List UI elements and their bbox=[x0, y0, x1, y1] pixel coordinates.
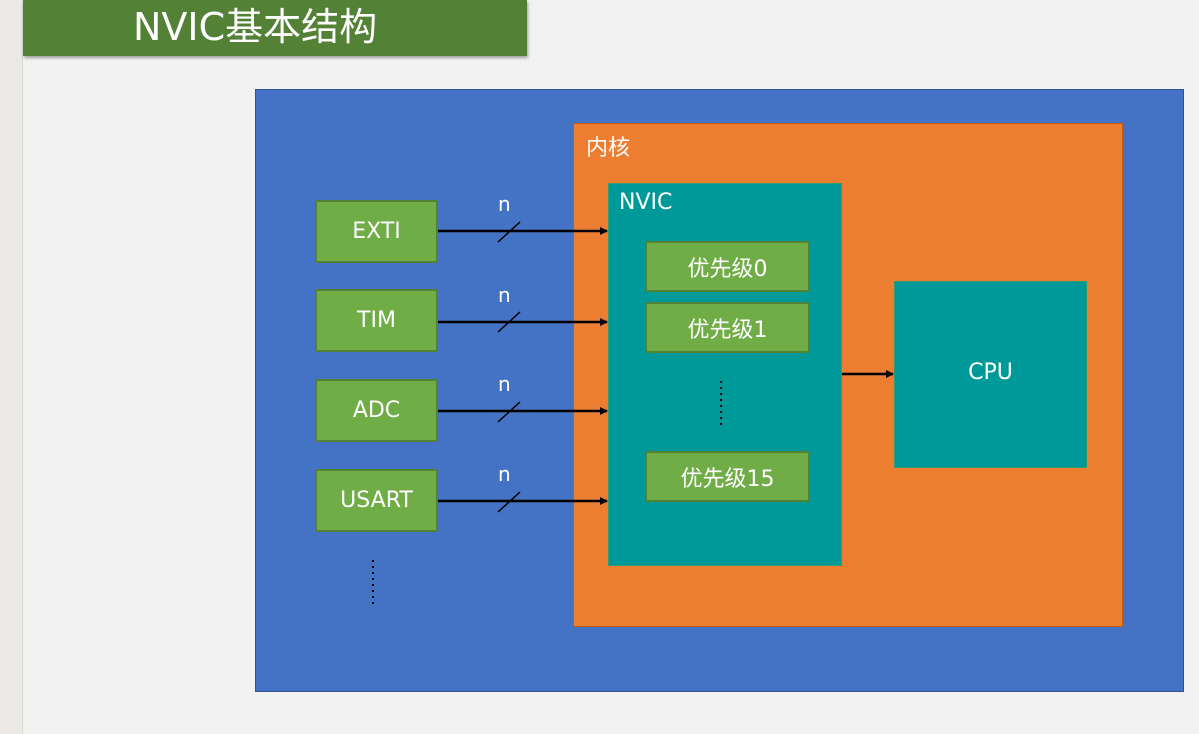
priority-15: 优先级15 bbox=[645, 451, 810, 502]
peripheral-continuation-dots bbox=[372, 560, 374, 604]
peripheral-usart: USART bbox=[315, 469, 438, 532]
priority-1: 优先级1 bbox=[645, 302, 810, 353]
peripheral-adc: ADC bbox=[315, 379, 438, 442]
exti-bus-slash bbox=[497, 221, 521, 243]
cpu-label: CPU bbox=[968, 360, 1013, 385]
priority-continuation-dots bbox=[720, 381, 722, 425]
priority-0: 优先级0 bbox=[645, 241, 810, 292]
nvic-label: NVIC bbox=[619, 190, 673, 215]
core-label: 内核 bbox=[586, 136, 631, 161]
bus-width-label-usart: n bbox=[498, 462, 511, 486]
usart-bus-slash bbox=[497, 491, 521, 513]
tim-bus-slash bbox=[497, 311, 521, 333]
slide-title: NVIC基本结构 bbox=[133, 5, 378, 49]
bus-width-label-tim: n bbox=[498, 283, 511, 307]
bus-width-label-exti: n bbox=[498, 192, 511, 216]
title-banner: NVIC基本结构 bbox=[23, 0, 527, 56]
bus-width-label-adc: n bbox=[498, 372, 511, 396]
peripheral-tim: TIM bbox=[315, 289, 438, 352]
adc-bus-slash bbox=[497, 401, 521, 423]
peripheral-exti: EXTI bbox=[315, 200, 438, 263]
slide-left-margin bbox=[0, 0, 23, 734]
cpu-box: CPU bbox=[894, 281, 1087, 468]
